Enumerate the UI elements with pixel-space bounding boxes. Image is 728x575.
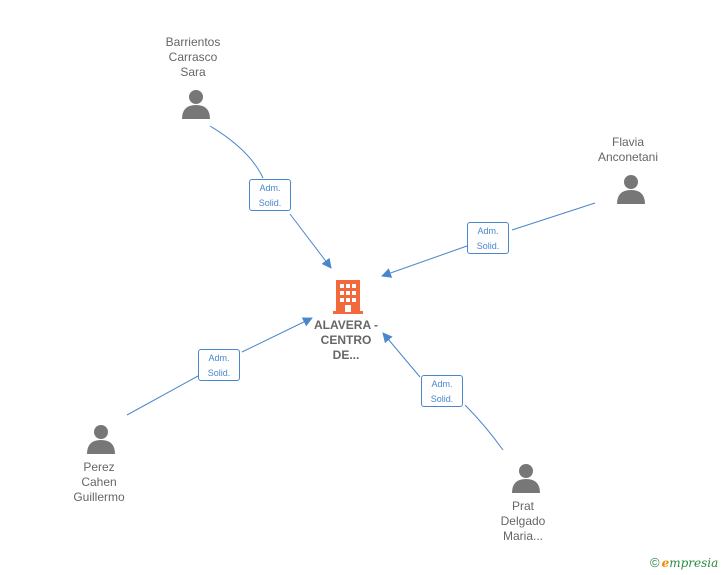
edge-barrientos (209, 125, 331, 268)
brand-rest: mpresia (669, 556, 719, 570)
building-icon (333, 280, 363, 314)
person-name-perez[interactable]: Perez Cahen Guillermo (49, 460, 149, 505)
person-name-line: Perez (83, 460, 115, 474)
person-name-line: Guillermo (73, 490, 125, 504)
edge-label-perez: Adm. Solid. (198, 349, 240, 381)
company-name-line: CENTRO (320, 333, 372, 347)
edge-label-line: Solid. (207, 368, 231, 378)
person-name-line: Barrientos (165, 35, 221, 49)
person-name-line: Sara (180, 65, 206, 79)
edge-label-flavia: Adm. Solid. (467, 222, 509, 254)
person-name-line: Flavia (611, 135, 644, 149)
edge-prat (383, 333, 504, 451)
person-name-flavia[interactable]: Flavia Anconetani (578, 135, 678, 165)
person-name-line: Carrasco (168, 50, 218, 64)
person-icon[interactable] (86, 424, 116, 454)
brand-initial: e (661, 556, 670, 570)
person-name-prat[interactable]: Prat Delgado Maria... (473, 499, 573, 544)
person-name-line: Anconetani (597, 150, 659, 164)
person-name-line: Prat (511, 499, 534, 513)
company-name-line: ALAVERA - (314, 318, 378, 332)
edge-label-line: Adm. (431, 379, 453, 389)
copyright-icon: © (650, 555, 660, 570)
edge-label-line: Solid. (430, 394, 454, 404)
edge-perez (126, 318, 312, 416)
edge-label-line: Solid. (258, 198, 282, 208)
edge-label-line: Adm. (208, 353, 230, 363)
company-name[interactable]: ALAVERA - CENTRO DE... (296, 318, 396, 363)
person-icon[interactable] (181, 89, 211, 119)
edge-label-line: Adm. (259, 183, 281, 193)
person-name-barrientos[interactable]: Barrientos Carrasco Sara (143, 35, 243, 80)
person-name-line: Delgado (500, 514, 546, 528)
brand-logo: ©empresia (650, 555, 718, 573)
edge-label-prat: Adm. Solid. (421, 375, 463, 407)
edge-label-line: Solid. (476, 241, 500, 251)
edge-label-barrientos: Adm. Solid. (249, 179, 291, 211)
person-icon[interactable] (511, 463, 541, 493)
person-name-line: Cahen (81, 475, 117, 489)
person-name-line: Maria... (502, 529, 543, 543)
edge-flavia (382, 202, 596, 276)
person-icon[interactable] (616, 174, 646, 204)
edge-label-line: Adm. (477, 226, 499, 236)
company-name-line: DE... (332, 348, 360, 362)
